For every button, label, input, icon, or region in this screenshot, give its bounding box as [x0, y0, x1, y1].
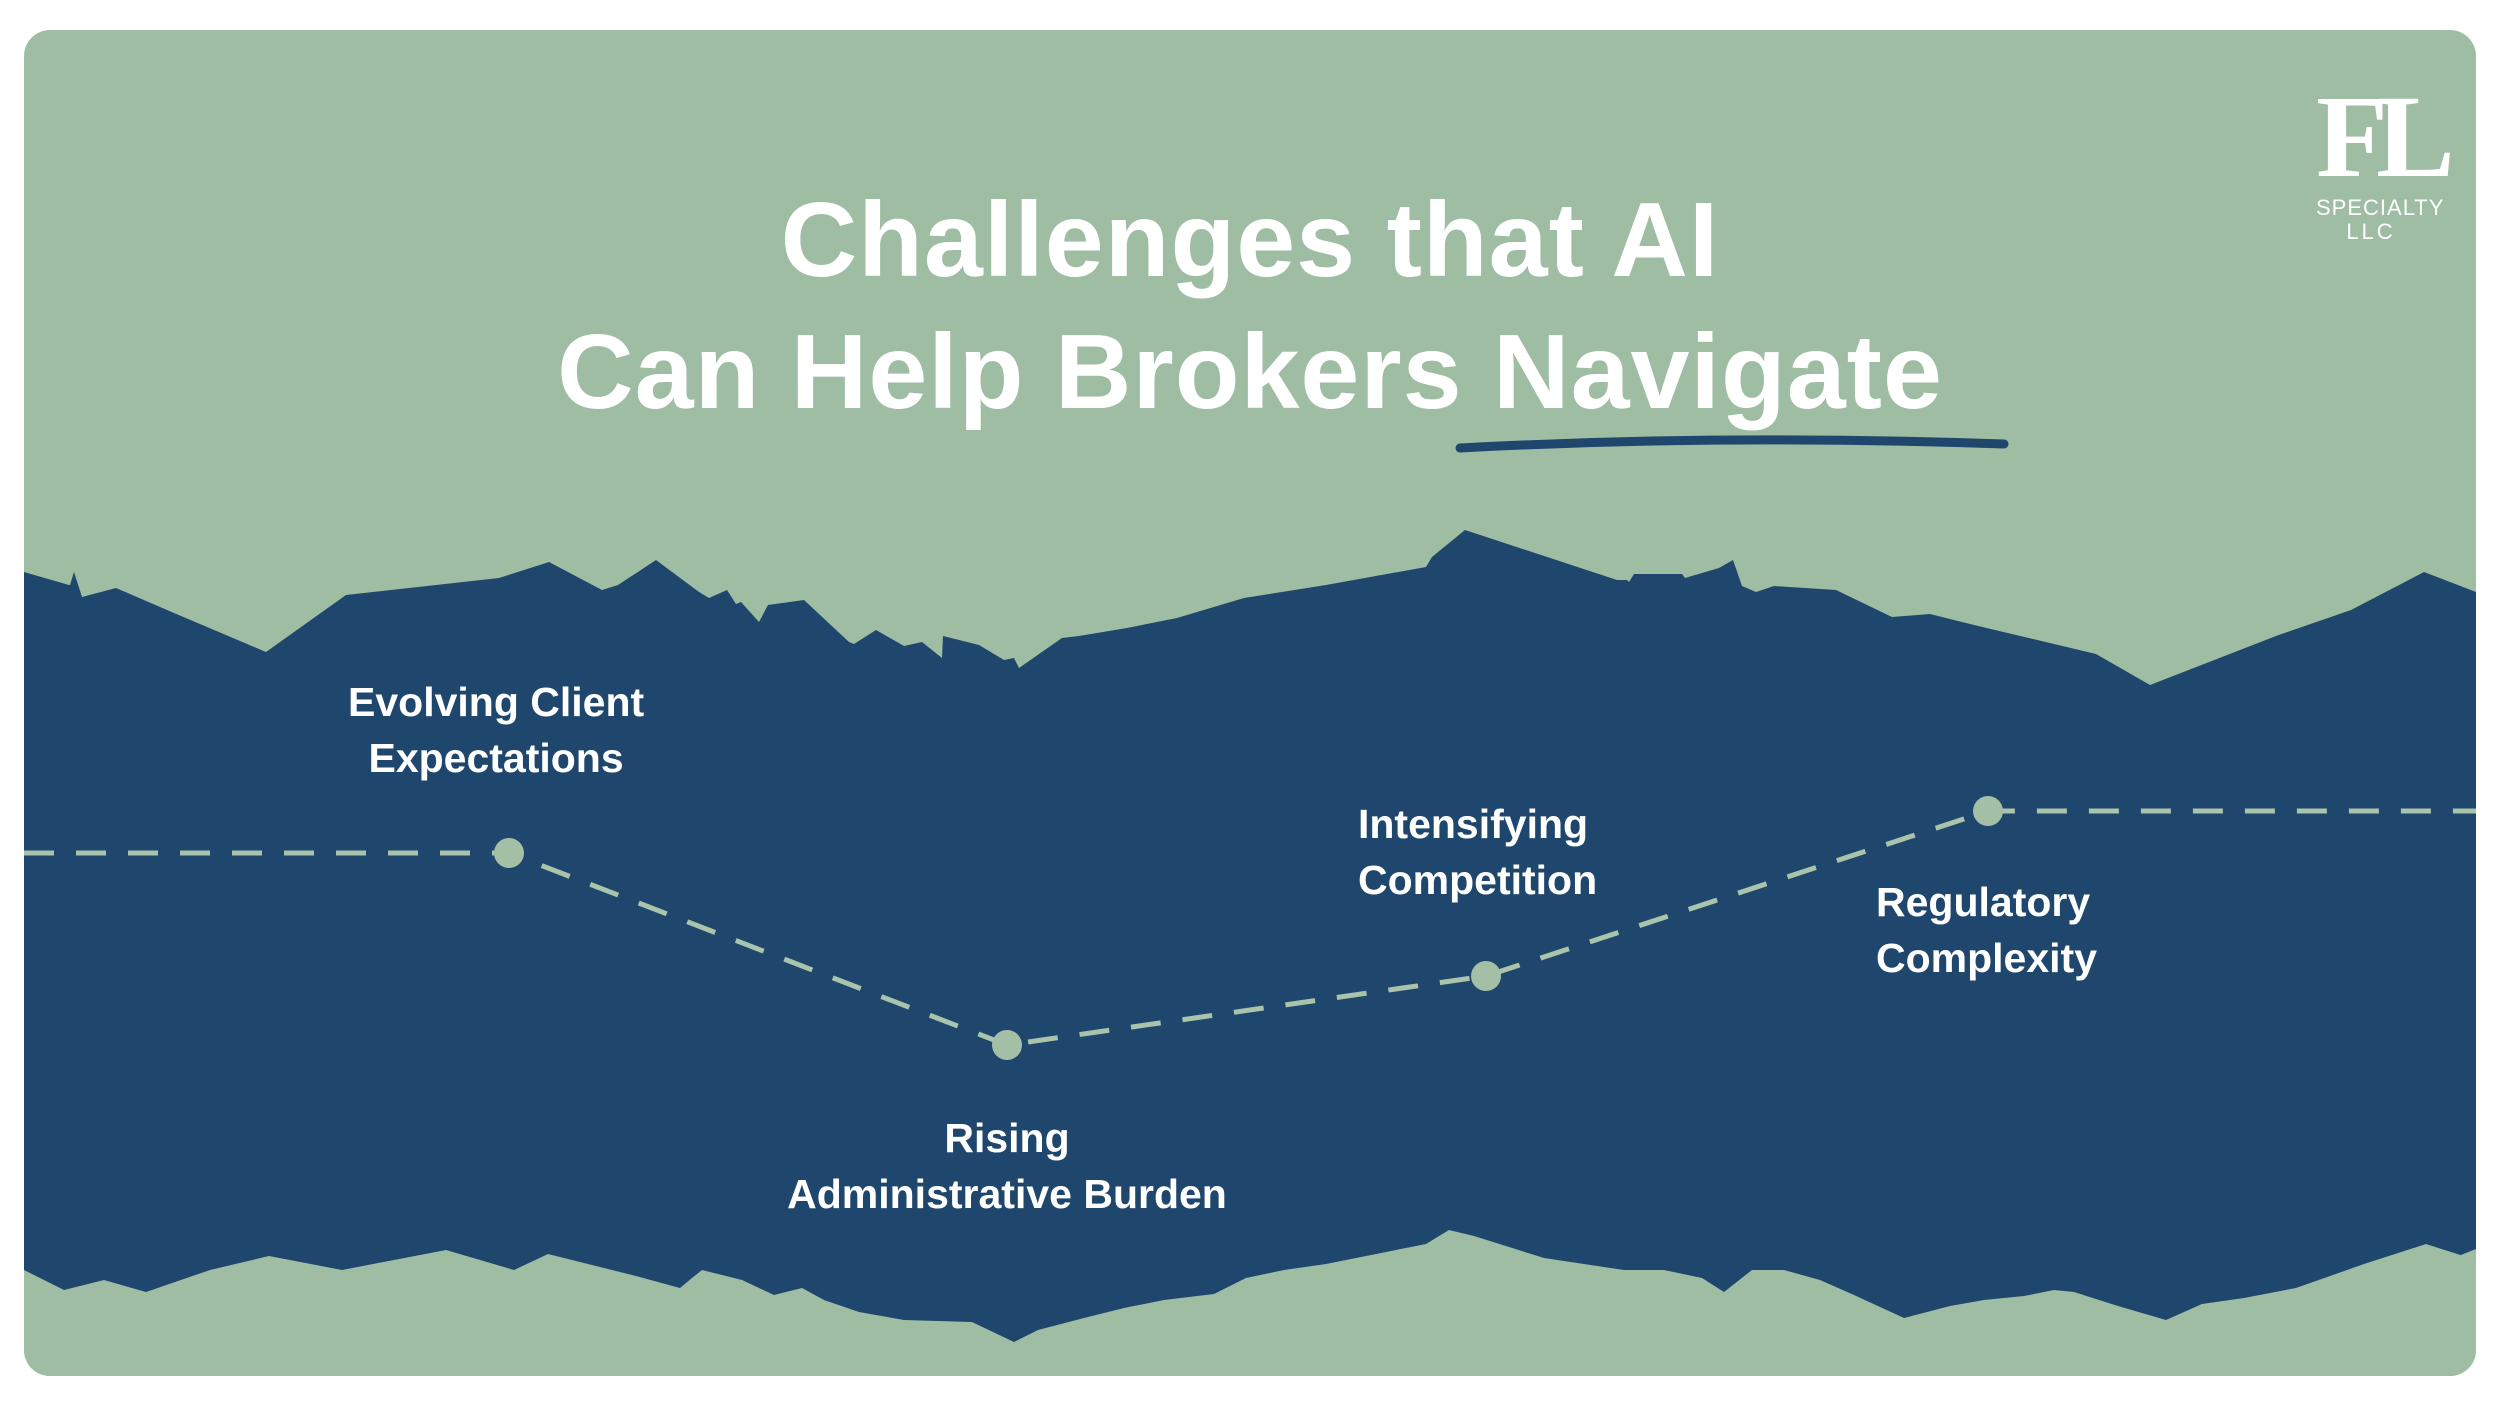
challenge-label-evolving: Evolving Client Expectations	[348, 674, 644, 786]
route-dot-evolving	[494, 838, 524, 868]
title-line-2: Can Help Brokers Navigate	[557, 313, 1943, 431]
route-dot-regulatory	[1973, 796, 2003, 826]
challenge-label-line: Rising	[944, 1115, 1070, 1161]
slide-card: Challenges that AI Can Help Brokers Navi…	[24, 30, 2476, 1376]
challenge-label-line: Administrative Burden	[787, 1171, 1227, 1217]
dashed-route-line	[24, 808, 2476, 1048]
challenge-label-line: Expectations	[368, 735, 624, 781]
challenge-label-regulatory: Regulatory Complexity	[1876, 874, 2097, 986]
challenge-label-line: Competition	[1358, 857, 1598, 903]
challenge-label-administrative: Rising Administrative Burden	[772, 1110, 1242, 1222]
navy-mountain-band	[24, 530, 2476, 1350]
title-underline-stroke	[1455, 435, 2009, 453]
logo-monogram: FL	[2316, 71, 2455, 202]
challenge-label-competition: Intensifying Competition	[1358, 796, 1597, 908]
challenge-label-line: Intensifying	[1358, 801, 1589, 847]
company-logo: FL SPECIALTY LLC	[2316, 71, 2455, 244]
logo-text-llc: LLC	[2346, 219, 2396, 244]
challenge-label-line: Evolving Client	[348, 679, 645, 725]
challenge-label-line: Regulatory	[1876, 879, 2091, 925]
bottom-green-ground	[24, 1230, 2476, 1376]
route-dot-competition	[1471, 961, 1501, 991]
logo-text-specialty: SPECIALTY	[2316, 195, 2445, 220]
infographic-scene	[24, 435, 2476, 1376]
challenge-label-line: Complexity	[1876, 935, 2097, 981]
title-line-1: Challenges that AI	[780, 181, 1720, 299]
route-dot-administrative	[992, 1030, 1022, 1060]
